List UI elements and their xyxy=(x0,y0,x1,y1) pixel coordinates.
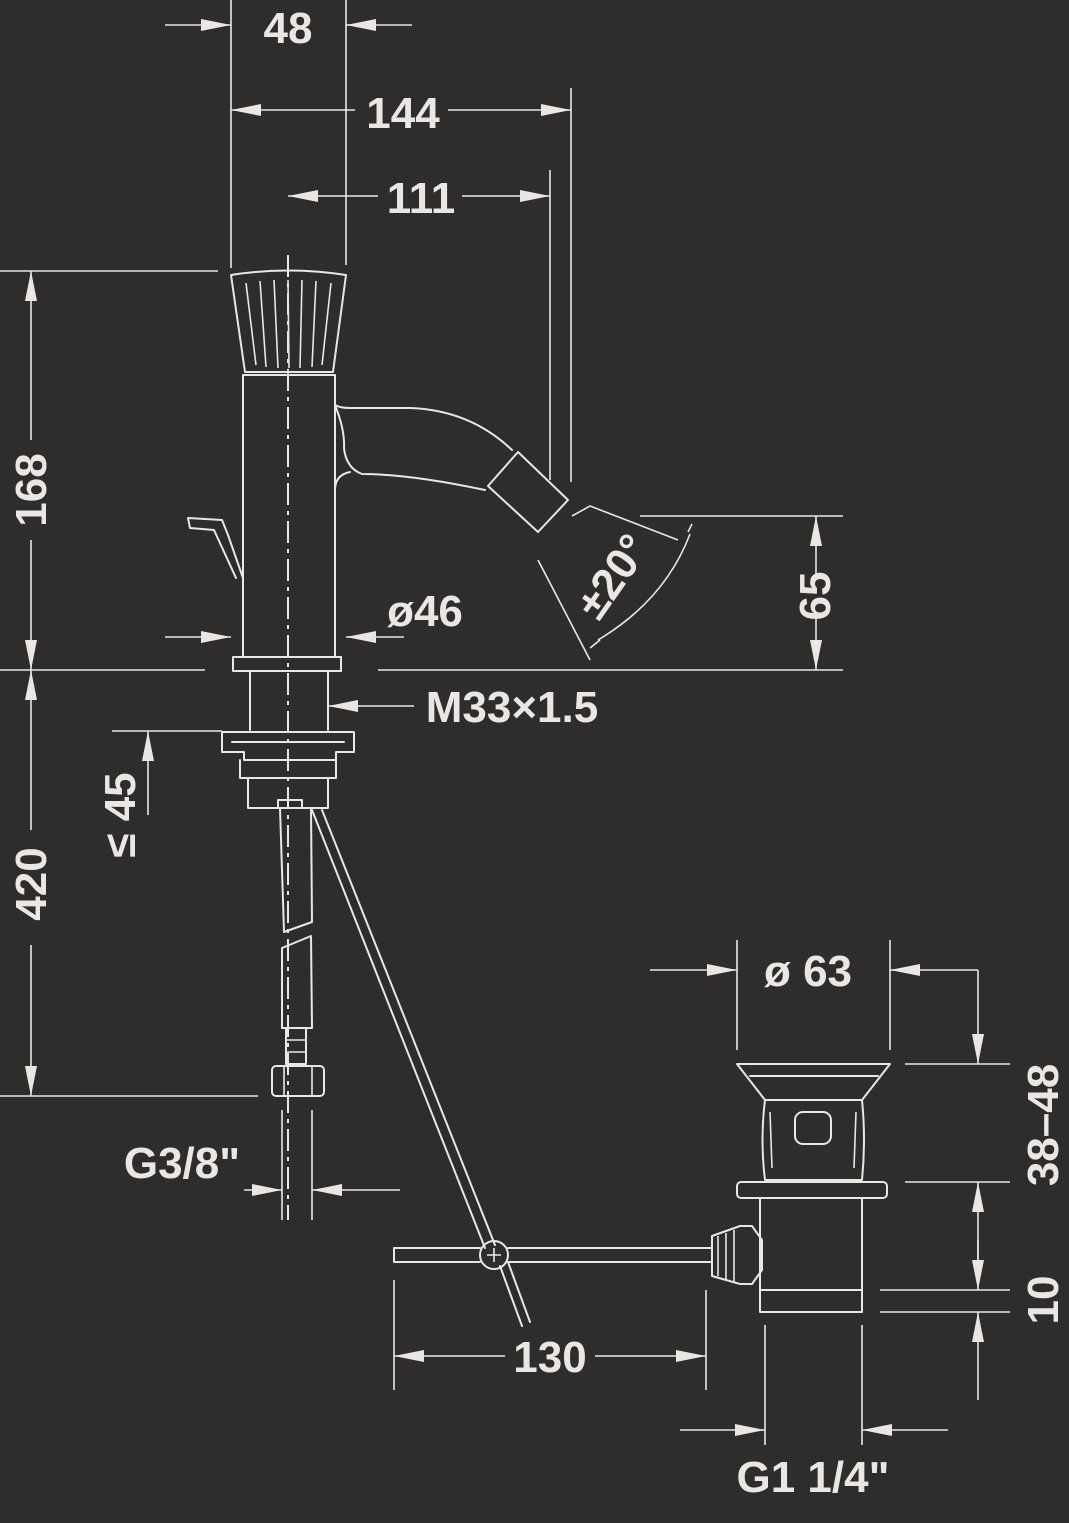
pivot-joint xyxy=(479,1240,509,1270)
dim-range-38-48: 38–48 xyxy=(1019,1064,1068,1186)
dim-diameter-46: ø46 xyxy=(387,587,463,636)
drain-flange xyxy=(736,1063,891,1101)
drain-window xyxy=(794,1111,832,1145)
dim-max-45: ≤ 45 xyxy=(96,772,145,857)
spout-nozzle xyxy=(487,451,569,533)
dimension-lines xyxy=(0,0,1010,1445)
dim-48: 48 xyxy=(264,4,313,53)
dim-diameter-63: ø 63 xyxy=(764,947,852,996)
dimension-labels: 48 144 111 168 65 ±20° ø46 M33×1.5 ≤ 45 … xyxy=(7,4,1068,1502)
dim-65: 65 xyxy=(791,572,840,621)
dim-144: 144 xyxy=(366,89,440,138)
drain-body xyxy=(761,1099,865,1181)
faucet-spout xyxy=(334,404,513,491)
dim-angle: ±20° xyxy=(567,525,659,627)
faucet-handle xyxy=(230,269,347,373)
dim-111: 111 xyxy=(387,174,456,223)
dim-420: 420 xyxy=(7,847,56,920)
drain-assembly xyxy=(711,1063,891,1313)
dim-thread-m33: M33×1.5 xyxy=(426,683,598,732)
supply-hose xyxy=(271,799,325,1097)
drain-nut xyxy=(736,1181,888,1199)
hose-nut xyxy=(271,1065,325,1097)
dim-10: 10 xyxy=(1019,1276,1068,1325)
faucet xyxy=(187,255,569,1220)
dim-168: 168 xyxy=(7,453,56,526)
faucet-body xyxy=(242,374,336,658)
dim-130: 130 xyxy=(513,1333,586,1382)
dim-g1-1-4: G1 1/4" xyxy=(737,1453,890,1502)
drain-side-port xyxy=(711,1225,763,1285)
dim-g3-8: G3/8" xyxy=(124,1139,240,1188)
pop-up-lever xyxy=(187,517,244,579)
spout-outline-inner xyxy=(334,471,351,491)
pop-up-rod xyxy=(311,809,713,1327)
